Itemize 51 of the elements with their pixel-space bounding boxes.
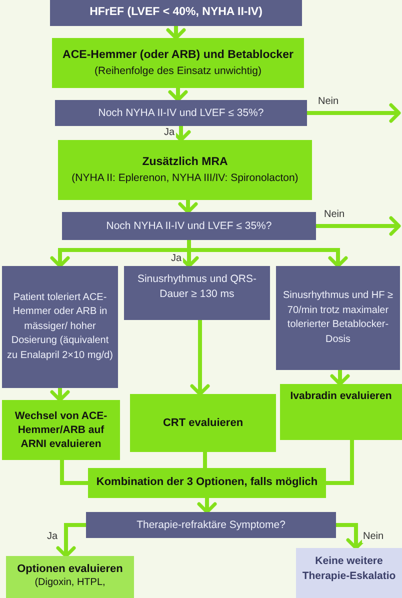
condition-box [2,266,118,388]
condition-box [276,266,400,370]
box-text: Therapie-refraktäre Symptome? [136,518,286,532]
box-text: Noch NYHA II-IV und LVEF ≤ 35%? [98,106,264,120]
connector-line [60,460,88,485]
edge-label: Nein [362,531,385,543]
box-title: Zusätzlich MRA [142,155,228,170]
arrow [50,388,70,402]
connector-line [326,440,354,485]
arrow [190,320,210,396]
box-text: CRT evaluieren [162,416,244,430]
box-text: HFrEF (LVEF < 40%, NYHA II-IV) [90,6,262,20]
arrow [316,216,401,236]
box-text: Keine weitere Therapie-Eskalatio [301,554,397,584]
arrow [330,370,350,386]
action-box [130,394,276,452]
box-text: Wechsel von ACE-Hemmer/ARB auf ARNI evaluieren [14,408,108,452]
box-title: Optionen evaluieren [17,562,123,576]
box-text: Sinusrhythmus und QRS-Dauer ≥ 130 ms [136,272,258,302]
decision-box [55,100,307,126]
box-note: (Reihenfolge des Einsatz unwichtig) [94,64,262,78]
box-text: Noch NYHA II-IV und LVEF ≤ 35%? [106,220,272,232]
decision-box [62,212,316,240]
box-note: (NYHA II: Eplerenon, NYHA III/IV: Spironolacton) [72,170,298,185]
arrow [168,88,188,102]
end-box [296,548,402,598]
action-box [280,384,402,440]
edge-label: Ja [163,127,176,139]
box-text: Ivabradin evaluieren [290,390,392,404]
arrow [307,103,401,123]
edge-label: Ja [170,253,183,265]
action-box [52,38,304,88]
action-box [6,556,134,598]
condition-box [124,266,270,320]
arrow [197,498,217,514]
box-text: Kombination der 3 Optionen, falls möglich [96,476,318,490]
decision-box [86,512,336,538]
action-box [58,140,312,200]
start-box [50,0,302,26]
box-text: Patient toleriert ACE-Hemmer oder ARB in mässiger/ hoher Dosierung (äquivalent zu Enalapril 2×10 mg/d) [7,290,113,363]
arrow [336,523,366,550]
arrow [166,26,186,40]
action-box [88,468,326,498]
action-box [2,400,120,460]
arrow [178,200,198,214]
arrow [56,523,86,558]
connector-line [203,452,207,468]
box-title: ACE-Hemmer (oder ARB) und Betablocker [62,48,294,64]
arrow [187,240,348,268]
box-note: (Digoxin, HTPL, [34,576,106,590]
box-text: Sinusrhythmus und HF ≥ 70/min trotz maximaler tolerierter Betablocker-Dosis [282,289,394,346]
